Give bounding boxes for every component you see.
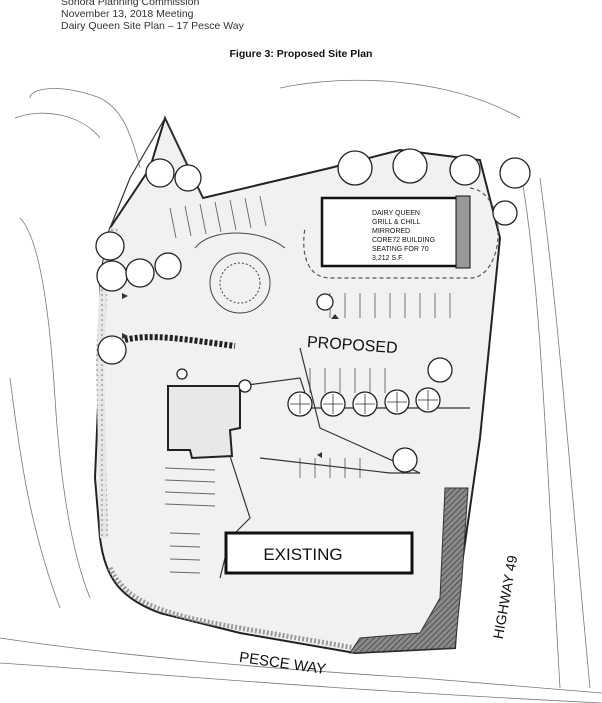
building-note-line4: CORE72 BUILDING	[372, 237, 435, 244]
building-note-line1: DAIRY QUEEN	[372, 210, 420, 217]
pesce-way-label: PESCE WAY	[238, 649, 327, 678]
existing-label-box: EXISTING	[224, 531, 414, 575]
building-note-line6: 3,212 S.F.	[372, 255, 404, 262]
parking-stalls-south	[164, 458, 361, 574]
tree-crosshatch-marks	[290, 390, 438, 414]
building-note-line5: SEATING FOR 70	[372, 246, 429, 253]
traffic-arrows	[122, 293, 339, 458]
dairy-queen-building: DAIRY QUEEN GRILL & CHILL MIRRORED CORE7…	[320, 195, 471, 269]
shrub-row	[124, 334, 236, 349]
existing-building-outline	[167, 385, 241, 460]
parking-stalls-middle	[309, 293, 451, 393]
document-header: Sonora Planning Commission November 13, …	[61, 0, 244, 32]
parking-stalls-north	[169, 195, 267, 239]
building-note-line3: MIRRORED	[372, 228, 410, 235]
header-line-meeting: November 13, 2018 Meeting	[61, 8, 194, 20]
existing-label: EXISTING	[263, 545, 342, 564]
highway-frontage-paving	[349, 487, 469, 654]
highway-49-label: HIGHWAY 49	[490, 554, 520, 640]
site-plan-drawing: DAIRY QUEEN GRILL & CHILL MIRRORED CORE7…	[0, 79, 602, 703]
terrain-lines	[0, 79, 602, 703]
plaza-planting	[194, 232, 286, 314]
header-line-commission: Sonora Planning Commission	[61, 0, 200, 8]
proposed-label: PROPOSED	[306, 334, 398, 357]
building-note-line2: GRILL & CHILL	[372, 219, 420, 226]
header-line-site-plan: Dairy Queen Site Plan – 17 Pesce Way	[61, 20, 244, 32]
drive-thru-lane	[303, 187, 499, 279]
figure-title: Figure 3: Proposed Site Plan	[229, 48, 373, 60]
